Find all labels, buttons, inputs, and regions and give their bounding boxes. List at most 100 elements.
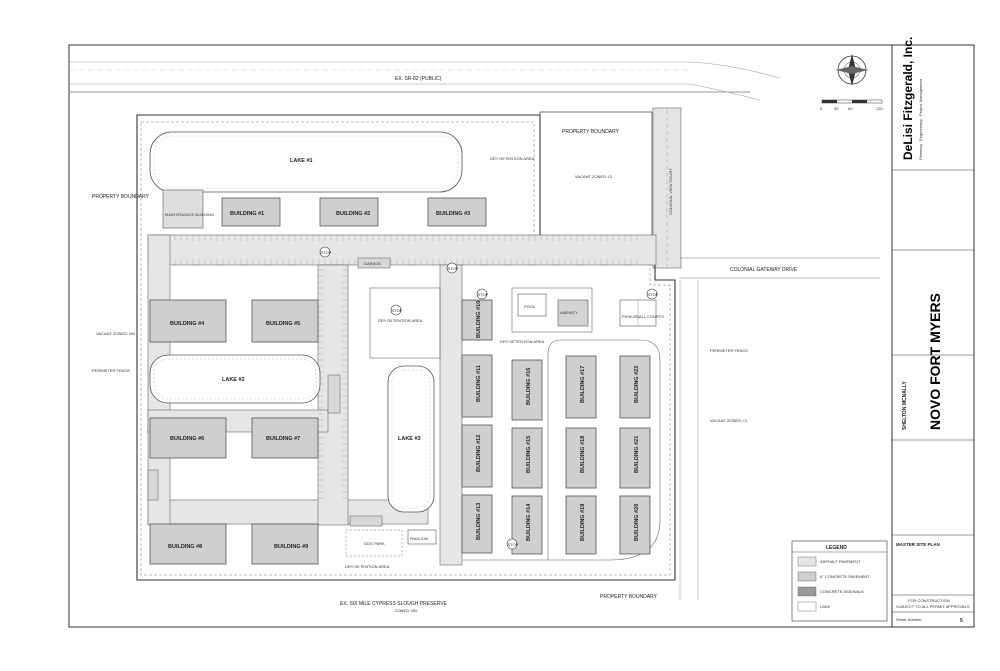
svg-text:0: 0 (820, 106, 823, 111)
perimeter-fence-line (140, 121, 671, 576)
svg-text:BUILDING #18: BUILDING #18 (580, 436, 586, 473)
svg-text:STOP: STOP (321, 250, 332, 255)
building-18: BUILDING #18 (565, 427, 597, 489)
lake-2-label: LAKE #2 (222, 377, 245, 383)
property-boundary-label-south: PROPERTY BOUNDARY (600, 594, 658, 600)
legend: LEGEND ASPHALT PAVEMENT 6" CONCRETE PAVE… (791, 540, 888, 622)
sr82-roadway: EX. SR-82 (PUBLIC) (70, 61, 781, 101)
building-20: BUILDING #20 (619, 495, 651, 555)
dry-detention-label-3: DRY DETENTION AREA (500, 339, 545, 344)
building-5: BUILDING #5 (251, 299, 319, 343)
svg-text:120: 120 (876, 106, 883, 111)
graphic-scale: 0 30 60 120 (820, 99, 883, 111)
building-1: BUILDING #1 (221, 197, 281, 227)
colonial-view-label: COLONIAL VIEW COURT (668, 168, 673, 215)
building-11: BUILDING #11 (461, 354, 493, 418)
lake-3-label: LAKE #3 (398, 436, 421, 442)
building-22: BUILDING #22 (619, 355, 651, 419)
vacant-mu-label: VACANT ZONED: MU (96, 331, 136, 336)
svg-text:BUILDING #17: BUILDING #17 (580, 366, 586, 403)
building-12: BUILDING #12 (461, 424, 493, 488)
stop-sign-4: STOP (476, 288, 489, 300)
svg-text:STOP: STOP (648, 292, 659, 297)
svg-text:BUILDING #8: BUILDING #8 (168, 544, 202, 550)
firm-name: DeLisi Fitzgerald, Inc. (901, 37, 915, 160)
pavilion-label: PAVILION (410, 536, 428, 541)
lake-2: LAKE #2 (149, 354, 321, 404)
perimeter-fence-label: PERIMETER FENCE (92, 368, 130, 373)
svg-text:ASPHALT PAVEMENT: ASPHALT PAVEMENT (820, 559, 861, 564)
preserve-zoned-label: ZONED: MU (395, 608, 418, 613)
amenity-area: POOL AMENITY (511, 287, 593, 333)
svg-text:BUILDING #14: BUILDING #14 (526, 503, 532, 541)
stop-sign-5: STOP (646, 288, 659, 300)
dry-detention-label-4: DRY DETENTION AREA (345, 564, 390, 569)
svg-text:BUILDING #12: BUILDING #12 (476, 435, 482, 472)
stop-sign-3: STOP (390, 304, 403, 316)
pickleball-courts: PICKLEBALL COURTS (619, 299, 664, 327)
svg-text:BUILDING #22: BUILDING #22 (634, 366, 640, 403)
svg-text:BUILDING #20: BUILDING #20 (634, 504, 640, 541)
svg-text:BUILDING #9: BUILDING #9 (274, 544, 308, 550)
dry-detention-label-2: DRY DETENTION AREA (490, 156, 535, 161)
svg-text:BUILDING #10: BUILDING #10 (476, 301, 482, 338)
dog-park-label: DOG PARK (364, 541, 385, 546)
svg-text:CONCRETE SIDEWALK: CONCRETE SIDEWALK (820, 589, 864, 594)
lake-1: LAKE #1 (149, 131, 463, 193)
building-3: BUILDING #3 (427, 197, 487, 227)
svg-text:BUILDING #19: BUILDING #19 (580, 504, 586, 541)
svg-text:BUILDING #5: BUILDING #5 (266, 321, 300, 327)
svg-text:STOP: STOP (478, 292, 489, 297)
building-21: BUILDING #21 (619, 427, 651, 489)
svg-text:BUILDING #16: BUILDING #16 (526, 368, 532, 405)
svg-text:BUILDING #11: BUILDING #11 (476, 365, 482, 402)
svg-text:BUILDING #7: BUILDING #7 (266, 436, 300, 442)
status: FOR CONSTRUCTION (908, 598, 950, 603)
perimeter-fence-label-east: PERIMETER FENCE (710, 348, 748, 353)
maintenance-building: MAINTENANCE BUILDING (162, 189, 214, 229)
status-sub: SUBJECT TO ALL PERMIT APPROVALS (896, 604, 970, 609)
svg-text:BUILDING #3: BUILDING #3 (436, 211, 470, 217)
north-arrow (836, 54, 868, 86)
garage-4 (147, 469, 159, 501)
building-17: BUILDING #17 (565, 355, 597, 419)
lake-3: LAKE #3 (387, 365, 435, 513)
garage-2 (327, 374, 341, 414)
garage-1 (357, 257, 391, 269)
garage-3 (349, 515, 383, 527)
svg-text:BUILDING #2: BUILDING #2 (336, 211, 370, 217)
vacant-ci-label: VACANT ZONED: CI (575, 174, 612, 179)
preserve-label: EX. SIX MILE CYPRESS SLOUGH PRESERVE (340, 601, 448, 607)
lake-1-label: LAKE #1 (290, 158, 313, 164)
svg-text:LAKE: LAKE (820, 604, 831, 609)
title-block: DeLisi Fitzgerald, Inc. Planning · Engin… (891, 37, 975, 628)
building-7: BUILDING #7 (251, 417, 319, 459)
colonial-gateway-label: COLONIAL GATEWAY DRIVE (730, 267, 798, 273)
svg-text:STOP: STOP (392, 308, 403, 313)
building-13: BUILDING #13 (461, 494, 493, 554)
svg-text:BUILDING #6: BUILDING #6 (170, 436, 204, 442)
building-10: BUILDING #10 (461, 299, 493, 341)
svg-text:30: 30 (834, 106, 839, 111)
property-boundary-line (136, 114, 676, 581)
colonial-view-court: COLONIAL VIEW COURT (652, 107, 682, 269)
svg-text:STOP: STOP (448, 266, 459, 271)
svg-text:POOL: POOL (524, 304, 536, 309)
svg-text:LEGEND: LEGEND (826, 545, 847, 551)
svg-text:AMENITY: AMENITY (560, 310, 578, 315)
dry-detention-area (369, 287, 441, 359)
svg-text:BUILDING #15: BUILDING #15 (526, 436, 532, 473)
stop-sign-6: STOP (506, 538, 519, 550)
svg-text:STOP: STOP (508, 542, 519, 547)
svg-text:BUILDING #4: BUILDING #4 (170, 321, 205, 327)
sr82-label: EX. SR-82 (PUBLIC) (395, 76, 442, 82)
building-2: BUILDING #2 (319, 197, 379, 227)
property-boundary-label-west: PROPERTY BOUNDARY (92, 194, 150, 200)
building-15: BUILDING #15 (511, 427, 543, 489)
svg-text:MAINTENANCE BUILDING: MAINTENANCE BUILDING (165, 212, 214, 217)
stop-sign-1: STOP (319, 246, 332, 258)
dog-park (345, 529, 403, 557)
client-name: SHELTON MCNALLY (902, 381, 908, 430)
building-8: BUILDING #8 (149, 523, 227, 565)
